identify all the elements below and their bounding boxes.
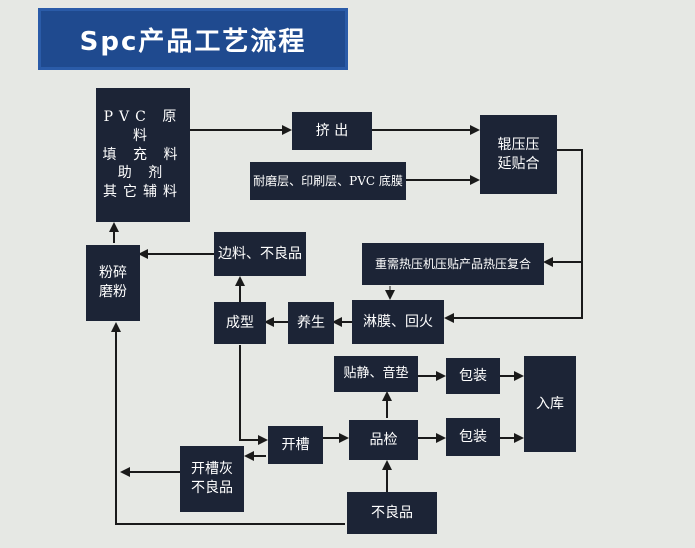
- node-shaping-label: 成型: [226, 314, 254, 331]
- node-calender-line-2: 延贴合: [497, 155, 540, 172]
- node-crush-line-1: 粉碎: [99, 265, 127, 282]
- node-layers: 耐磨层、印刷层、PVC 底膜: [250, 162, 406, 200]
- node-qc: 品检: [349, 420, 418, 460]
- node-calender: 辊压压 延贴合: [480, 115, 557, 194]
- node-extrude: 挤 出: [292, 112, 372, 150]
- node-raw-line-4: 其它辅料: [103, 184, 183, 201]
- node-slot-scrap-line-2: 不良品: [191, 480, 233, 496]
- node-slot: 开槽: [268, 426, 323, 464]
- node-attach-pad: 贴静、音垫: [334, 356, 418, 392]
- node-shaping: 成型: [214, 302, 266, 344]
- node-pack-2-label: 包装: [459, 428, 487, 445]
- node-slot-scrap: 开槽灰 不良品: [180, 446, 244, 512]
- arrow-defect-to-crush: [111, 322, 345, 525]
- node-curing: 养生: [288, 302, 334, 344]
- node-coating-label: 淋膜、回火: [363, 313, 433, 330]
- node-attach-pad-label: 贴静、音垫: [343, 366, 409, 382]
- node-crush-line-2: 磨粉: [99, 284, 127, 300]
- node-slot-label: 开槽: [281, 436, 310, 453]
- node-calender-line-1: 辊压压: [497, 136, 540, 153]
- node-defect-label: 不良品: [371, 504, 413, 521]
- node-raw-materials: PVC 原料 填 充 料 助 剂 其它辅料: [96, 88, 190, 222]
- node-pack-2: 包装: [446, 418, 500, 456]
- node-edge-scrap-label: 边料、不良品: [218, 245, 302, 262]
- node-qc-label: 品检: [369, 431, 398, 448]
- node-hot-press: 重需热压机压贴产品热压复合: [362, 243, 544, 285]
- node-extrude-label: 挤 出: [315, 122, 349, 139]
- node-layers-label: 耐磨层、印刷层、PVC 底膜: [253, 173, 403, 188]
- arrow-shaping-to-slot: [239, 345, 268, 445]
- node-raw-line-1: PVC 原料: [103, 108, 183, 144]
- node-warehouse: 入库: [524, 356, 576, 452]
- node-curing-label: 养生: [297, 314, 325, 331]
- node-coating: 淋膜、回火: [352, 300, 444, 344]
- node-pack-1-label: 包装: [459, 367, 487, 384]
- node-raw-line-2: 填 充 料: [102, 146, 184, 163]
- node-defect: 不良品: [347, 492, 437, 534]
- node-hot-press-label: 重需热压机压贴产品热压复合: [374, 256, 531, 271]
- page-title: Spc产品工艺流程: [79, 26, 307, 57]
- node-crush: 粉碎 磨粉: [86, 245, 140, 321]
- node-raw-line-3: 助 剂: [117, 165, 169, 182]
- arrow-calender-to-coating: [444, 149, 583, 323]
- node-slot-scrap-line-1: 开槽灰: [191, 461, 233, 478]
- node-edge-scrap: 边料、不良品: [214, 232, 306, 276]
- title-banner: Spc产品工艺流程: [38, 8, 348, 70]
- node-warehouse-label: 入库: [536, 395, 564, 412]
- node-pack-1: 包装: [446, 358, 500, 394]
